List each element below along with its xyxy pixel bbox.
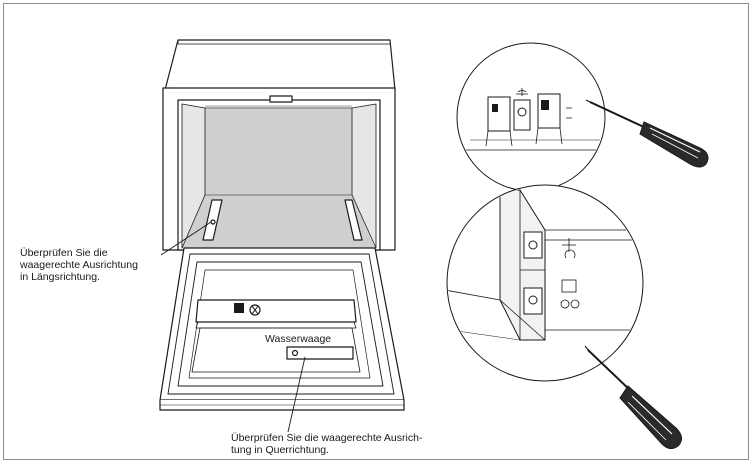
label-cross-check: Überprüfen Sie die waagerechte Ausrich- …: [231, 432, 423, 456]
dishwasher-illustration: [159, 39, 405, 411]
cross-spirit-level: [286, 346, 354, 360]
detail-circle-bottom: [446, 184, 644, 382]
pointer-longitudinal: [160, 221, 212, 256]
figure-frame: [3, 3, 749, 460]
dishwasher-interior: [205, 105, 352, 195]
door-control-panel: [195, 299, 357, 323]
pointer-cross: [287, 356, 306, 433]
label-longitudinal-check: Überprüfen Sie die waagerechte Ausrichtu…: [20, 247, 138, 283]
dishwasher-top: [164, 39, 396, 91]
screwdriver-top: [585, 99, 709, 168]
label-spirit-level: Wasserwaage: [265, 333, 332, 345]
dishwasher-door: [159, 247, 405, 401]
screwdriver-bottom: [584, 345, 682, 450]
pointer-lines: [160, 221, 306, 433]
detail-circle-top: [456, 42, 606, 192]
